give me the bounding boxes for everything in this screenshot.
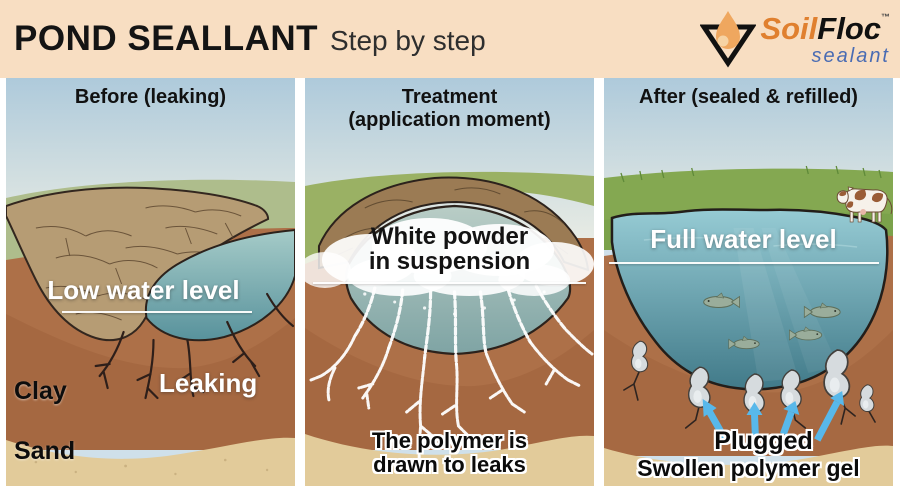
droplet-triangle-icon (700, 11, 757, 68)
before-illustration (6, 78, 295, 486)
header-titles: POND SEALLANT Step by step (0, 19, 486, 59)
panel-treatment: Treatment (application moment) White pow… (305, 78, 594, 486)
arrow-up-icons (702, 391, 845, 442)
sand-speckles (34, 458, 269, 476)
arrow-up-icon (814, 391, 845, 442)
after-illustration (604, 78, 893, 486)
pond-water-full (610, 208, 889, 391)
arrow-up-icon (702, 399, 729, 442)
ripples (643, 236, 858, 248)
polymer-channels (309, 328, 594, 472)
soilfloc-logo: SoilFloc™ sealant (700, 4, 890, 74)
header: POND SEALLANT Step by step SoilFloc™ sea… (0, 0, 900, 78)
panel-before: Before (leaking) Low water level Clay Le… (6, 78, 295, 486)
light-ray (733, 228, 799, 382)
arrow-up-icon (780, 401, 800, 436)
cow-icon (836, 186, 893, 223)
clay-shading (305, 328, 594, 450)
sand-layer (6, 437, 295, 486)
logo-trademark: ™ (881, 11, 890, 22)
panel-after: After (sealed & refilled) Full water lev… (604, 78, 893, 486)
water-level-line (609, 262, 879, 264)
logo-text: SoilFloc™ sealant (760, 10, 890, 67)
arrow-up-icon (746, 402, 763, 439)
sand-layer (305, 434, 594, 486)
sand-layer (604, 445, 893, 486)
page-title: POND SEALLANT (14, 19, 318, 58)
logo-floc: Floc (817, 10, 881, 46)
water-level-line (62, 311, 252, 313)
leak-cracks (94, 292, 295, 400)
step-panels: Before (leaking) Low water level Clay Le… (6, 78, 893, 486)
water-level-line (313, 282, 586, 284)
suspension-cloud (305, 218, 594, 316)
logo-soil: Soil (760, 10, 818, 46)
grass-tufts (620, 165, 882, 183)
powder-streams (353, 284, 568, 366)
page-subtitle: Step by step (330, 25, 486, 56)
clay-shading (6, 314, 295, 450)
logo-tagline: sealant (811, 44, 890, 67)
treatment-illustration (305, 78, 594, 486)
